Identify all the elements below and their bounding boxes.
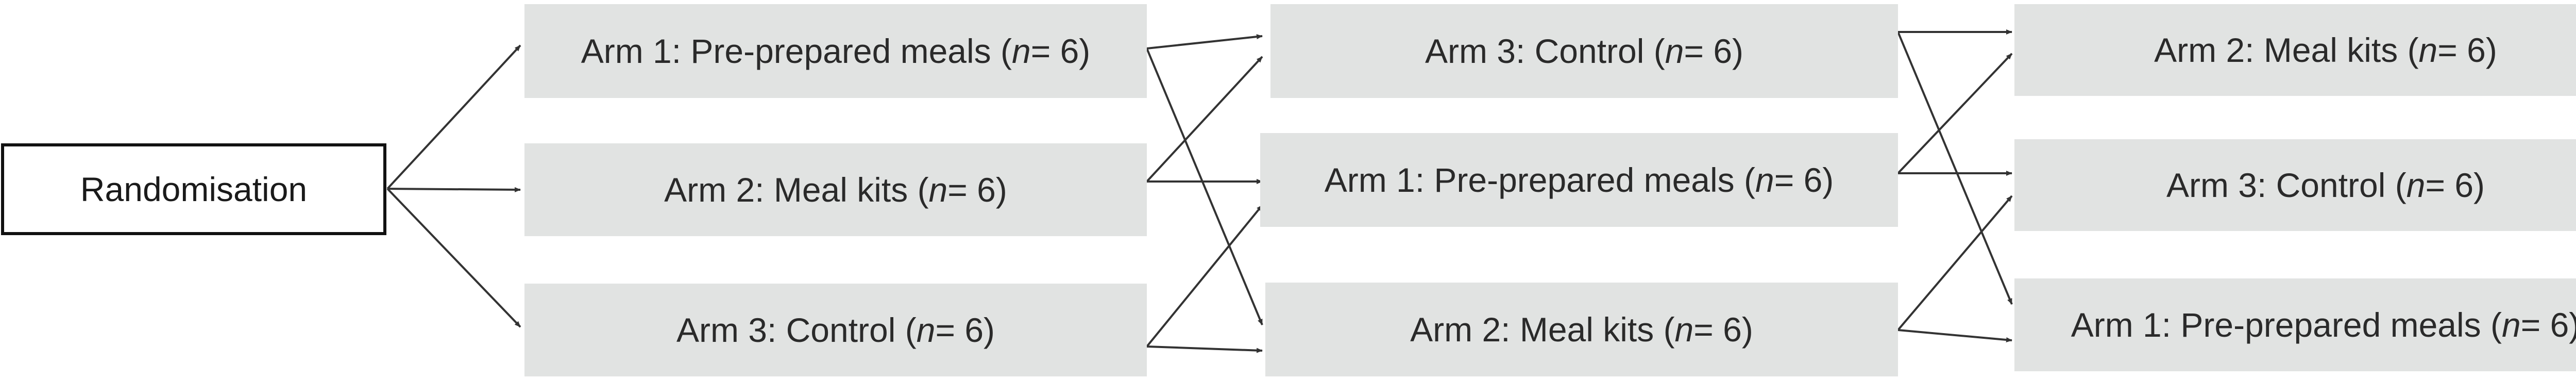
column-2-box-3: Arm 2: Meal kits (n = 6) — [1265, 283, 1898, 376]
arrow-c1-arm2-to-c2-arm3 — [1146, 56, 1263, 183]
arrow-randomisation-to-arm3 — [386, 188, 521, 328]
arrow-c2-arm1-to-c3-arm2 — [1897, 53, 2013, 174]
box-label-prefix: Arm 2: Meal kits ( — [664, 171, 929, 209]
box-label-suffix: = 6) — [2425, 166, 2485, 204]
arrow-c1-arm3-to-c2-arm1 — [1146, 204, 1263, 348]
column-3-box-1: Arm 2: Meal kits (n = 6) — [2014, 4, 2576, 96]
column-1-box-3: Arm 3: Control (n = 6) — [524, 284, 1147, 376]
column-2-box-2: Arm 1: Pre-prepared meals (n = 6) — [1260, 133, 1898, 227]
arrow-c2-arm3-to-c3-arm1 — [1897, 31, 2013, 305]
column-2-box-1: Arm 3: Control (n = 6) — [1270, 4, 1898, 98]
box-label-variable: n — [1665, 32, 1684, 70]
column-1-box-2: Arm 2: Meal kits (n = 6) — [524, 143, 1147, 236]
box-label-suffix: = 6) — [947, 171, 1007, 209]
box-label-suffix: = 6) — [1684, 32, 1744, 70]
arrow-c1-arm1-to-c2-arm2 — [1146, 48, 1263, 325]
box-label-variable: n — [2406, 166, 2426, 204]
box-label-variable: n — [928, 171, 948, 209]
randomisation-box: Randomisation — [1, 143, 386, 235]
box-label-prefix: Arm 2: Meal kits ( — [2154, 31, 2419, 69]
arrow-c1-arm1-to-c2-arm3 — [1146, 34, 1263, 50]
box-label-prefix: Arm 1: Pre-prepared meals ( — [1324, 161, 1755, 199]
box-label-variable: n — [1011, 32, 1031, 70]
box-label-prefix: Arm 3: Control ( — [1425, 32, 1665, 70]
box-label-variable: n — [2501, 306, 2521, 344]
box-label-variable: n — [2418, 31, 2438, 69]
box-label-variable: n — [916, 311, 936, 349]
box-label-prefix: Arm 1: Pre-prepared meals ( — [2071, 306, 2502, 344]
box-label-variable: n — [1755, 161, 1774, 199]
arrow-c1-arm3-to-c2-arm2 — [1146, 345, 1263, 353]
column-3-box-3: Arm 1: Pre-prepared meals (n = 6) — [2014, 278, 2576, 371]
box-label-suffix: = 6) — [935, 311, 995, 349]
box-label-prefix: Arm 1: Pre-prepared meals ( — [581, 32, 1012, 70]
box-label-suffix: = 6) — [1774, 161, 1834, 199]
column-1-box-1: Arm 1: Pre-prepared meals (n = 6) — [524, 4, 1147, 98]
arrow-c2-arm2-to-c3-arm1 — [1897, 329, 2012, 342]
column-3-box-2: Arm 3: Control (n = 6) — [2014, 139, 2576, 231]
box-label-prefix: Arm 3: Control ( — [2166, 166, 2406, 204]
box-label-prefix: Arm 3: Control ( — [676, 311, 917, 349]
box-label-variable: n — [1674, 310, 1694, 349]
box-label-suffix: = 6) — [1030, 32, 1091, 70]
box-label-prefix: Arm 2: Meal kits ( — [1410, 310, 1675, 349]
randomisation-label: Randomisation — [80, 170, 308, 208]
box-label-suffix: = 6) — [1693, 310, 1753, 349]
arrow-c2-arm2-to-c3-arm3 — [1897, 195, 2013, 331]
arrow-randomisation-to-arm2 — [387, 187, 521, 192]
box-label-suffix: = 6) — [2437, 31, 2497, 69]
box-label-suffix: = 6) — [2520, 306, 2576, 344]
arrow-randomisation-to-arm1 — [386, 44, 521, 190]
